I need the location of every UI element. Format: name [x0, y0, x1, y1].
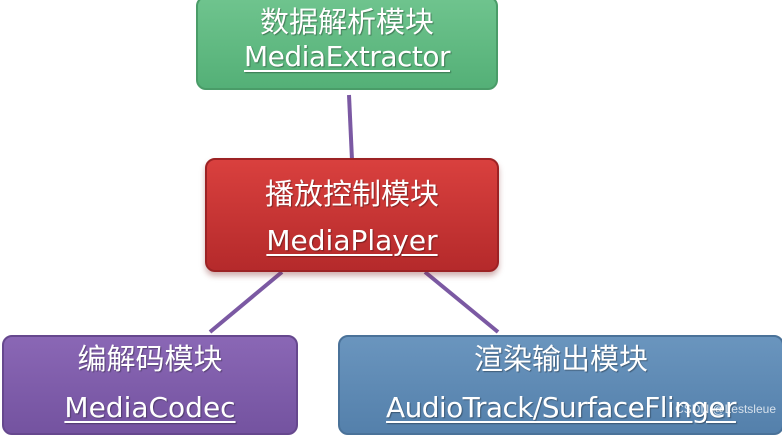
- node-title: 数据解析模块: [259, 5, 434, 39]
- connector-player-codec: [208, 270, 284, 334]
- node-subtitle: AudioTrack/SurfaceFlinger: [386, 391, 736, 424]
- connector-lines: [208, 94, 500, 334]
- node-subtitle: MediaCodec: [64, 391, 236, 424]
- node-subtitle: MediaPlayer: [266, 224, 438, 257]
- connector-player-render: [423, 270, 500, 334]
- node-title: 编解码模块: [77, 342, 223, 376]
- node-subtitle: MediaExtractor: [243, 40, 451, 73]
- node-media-extractor: 数据解析模块 MediaExtractor: [196, 0, 498, 90]
- connector-player-extractor: [347, 94, 354, 161]
- node-render-output: 渲染输出模块 AudioTrack/SurfaceFlinger: [338, 335, 782, 435]
- node-media-codec: 编解码模块 MediaCodec: [2, 335, 298, 435]
- watermark: CSDN @Lestsleue: [675, 402, 776, 416]
- node-title: 渲染输出模块: [473, 342, 648, 376]
- node-media-player: 播放控制模块 MediaPlayer: [205, 158, 499, 272]
- node-title: 播放控制模块: [264, 177, 439, 211]
